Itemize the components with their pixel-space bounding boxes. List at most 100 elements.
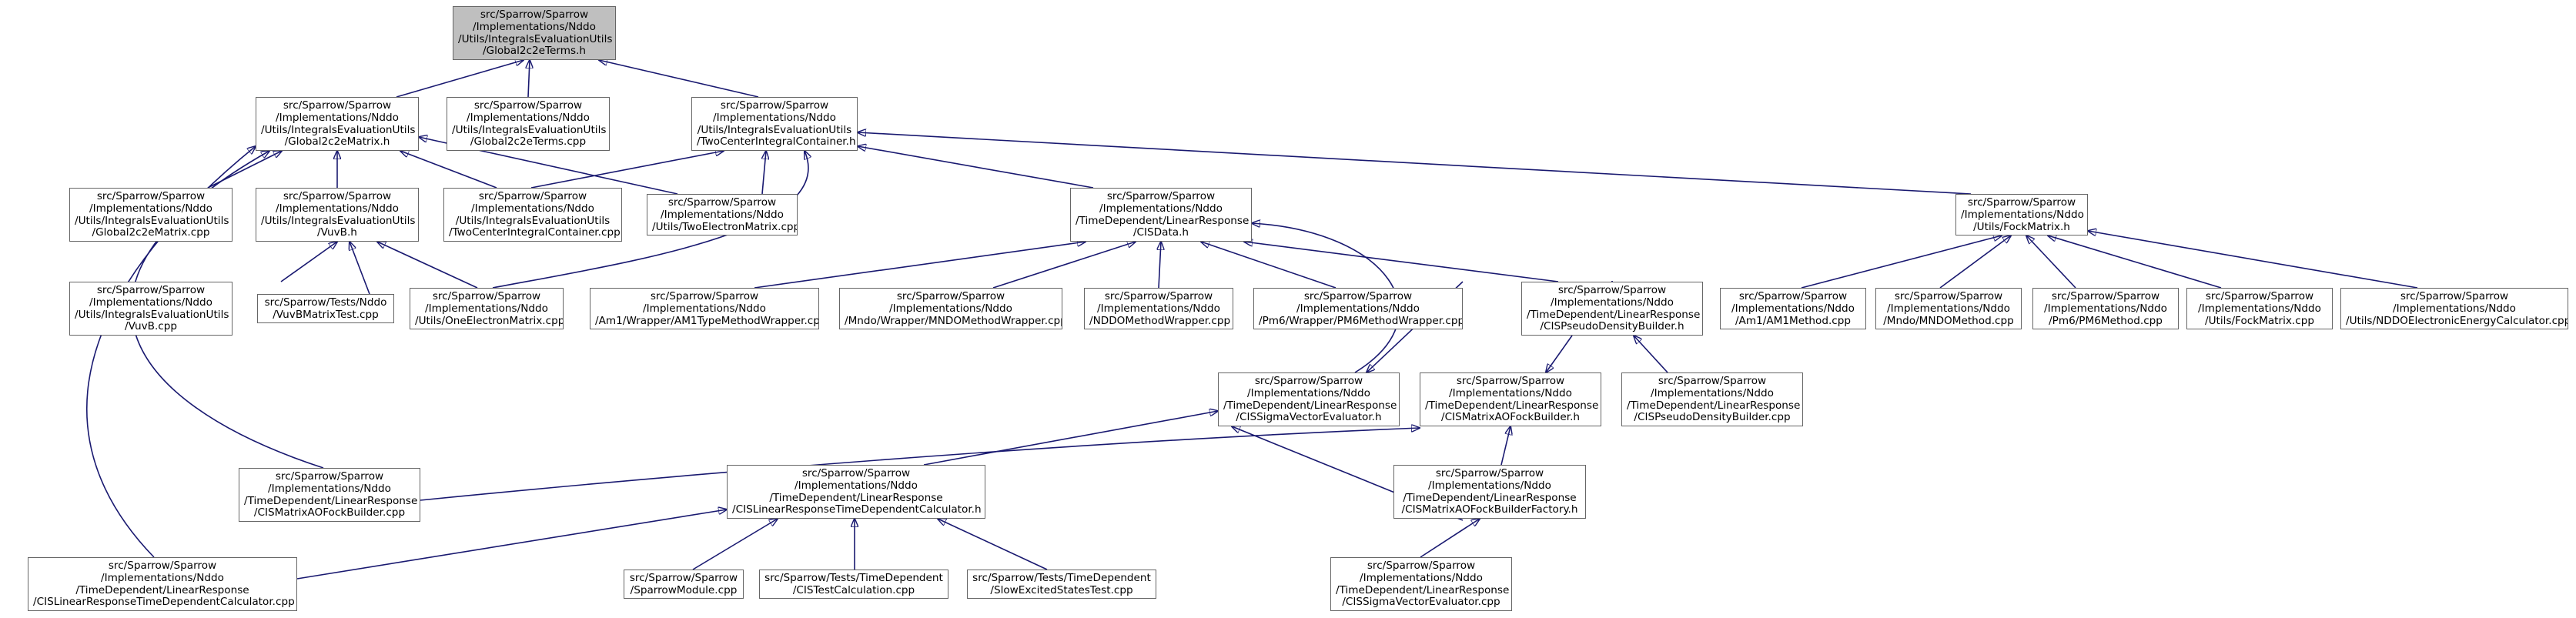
node-label-line: /TimeDependent/LinearResponse [769, 491, 943, 504]
node-twocenterintegralcontainer-h[interactable]: src/Sparrow/Sparrow/Implementations/Nddo… [691, 97, 858, 151]
node-label-line: src/Sparrow/Sparrow [1435, 467, 1544, 479]
node-label-line: src/Sparrow/Sparrow [896, 290, 1005, 302]
node-label-line: src/Sparrow/Sparrow [2400, 290, 2509, 302]
dependency-edge [280, 242, 337, 282]
node-label-line: /Mndo/MNDOMethod.cpp [1883, 314, 2014, 327]
node-label-line: /Global2c2eMatrix.cpp [92, 226, 210, 239]
node-vuvbmatrixtest-cpp[interactable]: src/Sparrow/Tests/Nddo/VuvBMatrixTest.cp… [257, 294, 394, 323]
node-nddomethodwrapper-cpp[interactable]: src/Sparrow/Sparrow/Implementations/Nddo… [1084, 288, 1233, 329]
node-label-line: /CISMatrixAOFockBuilder.h [1440, 411, 1581, 424]
node-label-line: /Pm6/PM6Method.cpp [2049, 314, 2163, 327]
node-label-line: /TwoCenterIntegralContainer.cpp [449, 226, 621, 239]
node-nddoelectronicenergycalculator-cpp[interactable]: src/Sparrow/Sparrow/Implementations/Nddo… [2340, 288, 2568, 329]
node-sparrowmodule-cpp[interactable]: src/Sparrow/Sparrow/SparrowModule.cpp [624, 570, 744, 599]
node-label-line: /Implementations/Nddo [1887, 302, 2010, 315]
node-label-line: /Implementations/Nddo [1360, 571, 1483, 584]
node-label-line: /Utils/IntegralsEvaluationUtils [458, 32, 613, 45]
node-global2c2eterms-cpp[interactable]: src/Sparrow/Sparrow/Implementations/Nddo… [447, 97, 610, 151]
node-oneelectronmatrix-cpp[interactable]: src/Sparrow/Sparrow/Implementations/Nddo… [410, 288, 564, 329]
node-global2c2ematrix-h[interactable]: src/Sparrow/Sparrow/Implementations/Nddo… [256, 97, 419, 151]
node-label-line: /NDDOMethodWrapper.cpp [1089, 314, 1231, 327]
node-label-line: src/Sparrow/Sparrow [650, 290, 759, 302]
dependency-edge [1420, 519, 1480, 558]
node-label-line: src/Sparrow/Sparrow [2205, 290, 2314, 302]
dependency-edge [2026, 236, 2076, 289]
node-fockmatrix-cpp[interactable]: src/Sparrow/Sparrow/Implementations/Nddo… [2186, 288, 2333, 329]
dependency-edge [923, 411, 1218, 466]
node-label-line: src/Sparrow/Sparrow [96, 284, 206, 296]
node-label-line: /Implementations/Nddo [276, 202, 399, 215]
node-label-line: /TimeDependent/LinearResponse [1223, 399, 1397, 412]
dependency-edge [377, 242, 478, 289]
node-label-line: src/Sparrow/Sparrow [667, 196, 777, 209]
node-vuvb-h[interactable]: src/Sparrow/Sparrow/Implementations/Nddo… [256, 188, 419, 242]
node-label-line: /TimeDependent/LinearResponse [244, 494, 418, 507]
node-cistestcalculation-cpp[interactable]: src/Sparrow/Tests/TimeDependent/CISTestC… [759, 570, 948, 599]
node-label-line: /Utils/FockMatrix.cpp [2205, 314, 2314, 327]
node-cismatrixaofockbuilder-h[interactable]: src/Sparrow/Sparrow/Implementations/Nddo… [1420, 372, 1601, 426]
node-label-line: /SparrowModule.cpp [630, 583, 738, 596]
node-label-line: /TimeDependent/LinearResponse [1403, 491, 1577, 504]
dependency-edge [938, 519, 1048, 570]
node-label-line: /Implementations/Nddo [471, 202, 594, 215]
node-label-line: /Utils/IntegralsEvaluationUtils [697, 123, 852, 136]
dependency-edge [1500, 426, 1510, 466]
node-pm6methodwrapper-cpp[interactable]: src/Sparrow/Sparrow/Implementations/Nddo… [1253, 288, 1463, 329]
dependency-edge [296, 509, 727, 580]
node-mndomethodwrapper-cpp[interactable]: src/Sparrow/Sparrow/Implementations/Nddo… [839, 288, 1062, 329]
node-label-line: /Am1/AM1Method.cpp [1735, 314, 1852, 327]
edges [86, 60, 2418, 580]
node-label-line: src/Sparrow/Sparrow [432, 290, 541, 302]
node-am1method-cpp[interactable]: src/Sparrow/Sparrow/Implementations/Nddo… [1720, 288, 1866, 329]
node-label-line: /CISSigmaVectorEvaluator.h [1236, 411, 1382, 424]
node-fockmatrix-h[interactable]: src/Sparrow/Sparrow/Implementations/Nddo… [1955, 194, 2088, 236]
node-global2c2ematrix-cpp[interactable]: src/Sparrow/Sparrow/Implementations/Nddo… [69, 188, 233, 242]
node-label-line: /Implementations/Nddo [1551, 296, 1674, 309]
node-mndomethod-cpp[interactable]: src/Sparrow/Sparrow/Implementations/Nddo… [1875, 288, 2022, 329]
node-label-line: src/Sparrow/Tests/TimeDependent [972, 572, 1151, 584]
node-cislinearresponsetimedependentcalculator-h[interactable]: src/Sparrow/Sparrow/Implementations/Nddo… [727, 465, 985, 519]
node-cispseudodensitybuilder-h[interactable]: src/Sparrow/Sparrow/Implementations/Nddo… [1521, 282, 1703, 336]
node-cislinearresponsetimedependentcalculator-cpp[interactable]: src/Sparrow/Sparrow/Implementations/Nddo… [28, 557, 297, 611]
node-label-line: /TimeDependent/LinearResponse [1527, 308, 1701, 321]
node-label-line: /CISData.h [1132, 226, 1189, 239]
node-label-line: /Mndo/Wrapper/MNDOMethodWrapper.cpp [845, 314, 1062, 327]
node-slowexcitedstatestest-cpp[interactable]: src/Sparrow/Tests/TimeDependent/SlowExci… [967, 570, 1156, 599]
node-label-line: /TimeDependent/LinearResponse [1425, 399, 1599, 412]
node-label-line: /Implementations/Nddo [1247, 386, 1370, 399]
dependency-edge [1801, 236, 2002, 289]
dependency-edge [1201, 242, 1337, 289]
node-vuvb-cpp[interactable]: src/Sparrow/Sparrow/Implementations/Nddo… [69, 282, 233, 336]
node-pm6method-cpp[interactable]: src/Sparrow/Sparrow/Implementations/Nddo… [2032, 288, 2179, 329]
node-label-line: src/Sparrow/Sparrow [801, 467, 911, 479]
node-cismatrixaofockbuilder-cpp[interactable]: src/Sparrow/Sparrow/Implementations/Nddo… [239, 468, 420, 522]
node-cissigmavectorevaluator-h[interactable]: src/Sparrow/Sparrow/Implementations/Nddo… [1218, 372, 1400, 426]
node-label-line: /Implementations/Nddo [89, 202, 212, 215]
node-label-line: src/Sparrow/Sparrow [1557, 284, 1667, 296]
node-label-line: /Utils/FockMatrix.h [1973, 220, 2070, 233]
node-label-line: src/Sparrow/Sparrow [473, 99, 583, 112]
node-label-line: /Utils/TwoElectronMatrix.cpp [652, 220, 798, 233]
node-cismatrixaofockbuilderfactory-h[interactable]: src/Sparrow/Sparrow/Implementations/Nddo… [1393, 465, 1586, 519]
node-cispseudodensitybuilder-cpp[interactable]: src/Sparrow/Sparrow/Implementations/Nddo… [1621, 372, 1803, 426]
node-am1typemethodwrapper-cpp[interactable]: src/Sparrow/Sparrow/Implementations/Nddo… [590, 288, 819, 329]
node-label-line: src/Sparrow/Sparrow [1738, 290, 1848, 302]
node-label-line: /Implementations/Nddo [713, 111, 836, 124]
node-cissigmavectorevaluator-cpp[interactable]: src/Sparrow/Sparrow/Implementations/Nddo… [1330, 557, 1512, 611]
dependency-edge [1546, 335, 1573, 372]
dependency-edge [350, 242, 370, 295]
node-label-line: src/Sparrow/Sparrow [283, 99, 392, 112]
node-label-line: /CISSigmaVectorEvaluator.cpp [1342, 596, 1500, 609]
node-label-line: /Implementations/Nddo [473, 20, 596, 33]
node-cisdata-h[interactable]: src/Sparrow/Sparrow/Implementations/Nddo… [1070, 188, 1252, 242]
node-twoelectronmatrix-cpp[interactable]: src/Sparrow/Sparrow/Implementations/Nddo… [647, 194, 798, 236]
dependency-edge [754, 242, 1086, 289]
dependency-edge [858, 132, 1972, 195]
node-label-line: src/Sparrow/Sparrow [108, 560, 217, 572]
node-label-line: /Global2c2eTerms.h [482, 45, 587, 58]
node-twocenterintegralcontainer-cpp[interactable]: src/Sparrow/Sparrow/Implementations/Nddo… [443, 188, 622, 242]
dependency-edge [1244, 242, 1559, 282]
node-label-line: /CISLinearResponseTimeDependentCalculato… [33, 596, 295, 609]
node-label-line: /Implementations/Nddo [889, 302, 1012, 315]
